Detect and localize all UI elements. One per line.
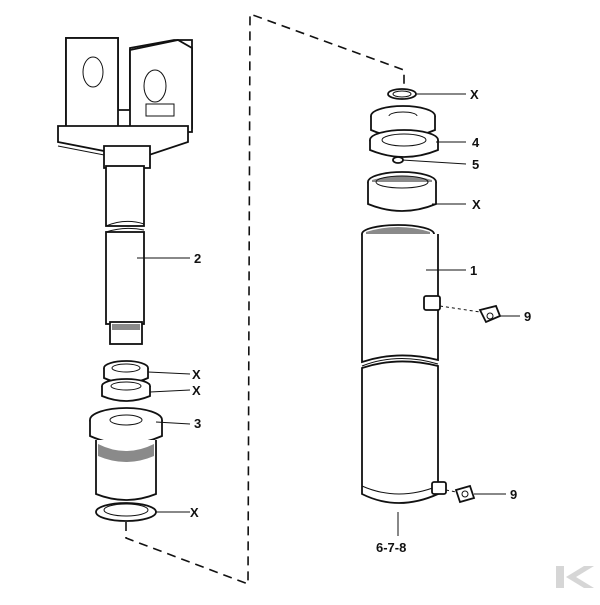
wiper-ring-bottom [95,502,157,522]
callout-x-right-1: X [470,87,479,102]
fitting-upper [478,304,502,324]
clevis-bracket [57,37,193,169]
callout-part-4: 4 [472,135,480,150]
piston-rod [105,165,145,345]
callout-x-left-2: X [192,383,201,398]
leader-lines [137,93,520,536]
callout-part-2: 2 [194,251,201,266]
callout-part-9-top: 9 [524,309,531,324]
callout-part-6-7-8: 6-7-8 [376,540,406,555]
callout-part-5: 5 [472,157,479,172]
callout-part-9-bottom: 9 [510,487,517,502]
spacer-ring [367,171,437,212]
cylinder-head [89,407,163,501]
seal-ring-lower [101,378,151,402]
callout-part-1: 1 [470,263,477,278]
callout-x-right-2: X [472,197,481,212]
fitting-lower [454,484,476,504]
callout-x-left-3: X [190,505,199,520]
callout-part-3: 3 [194,416,201,431]
cylinder-tube [361,224,447,504]
callout-x-left-1: X [192,367,201,382]
guide-bush [369,129,439,158]
top-oring [387,88,417,100]
small-oring [392,156,404,164]
brand-k-logo-icon [556,566,594,588]
